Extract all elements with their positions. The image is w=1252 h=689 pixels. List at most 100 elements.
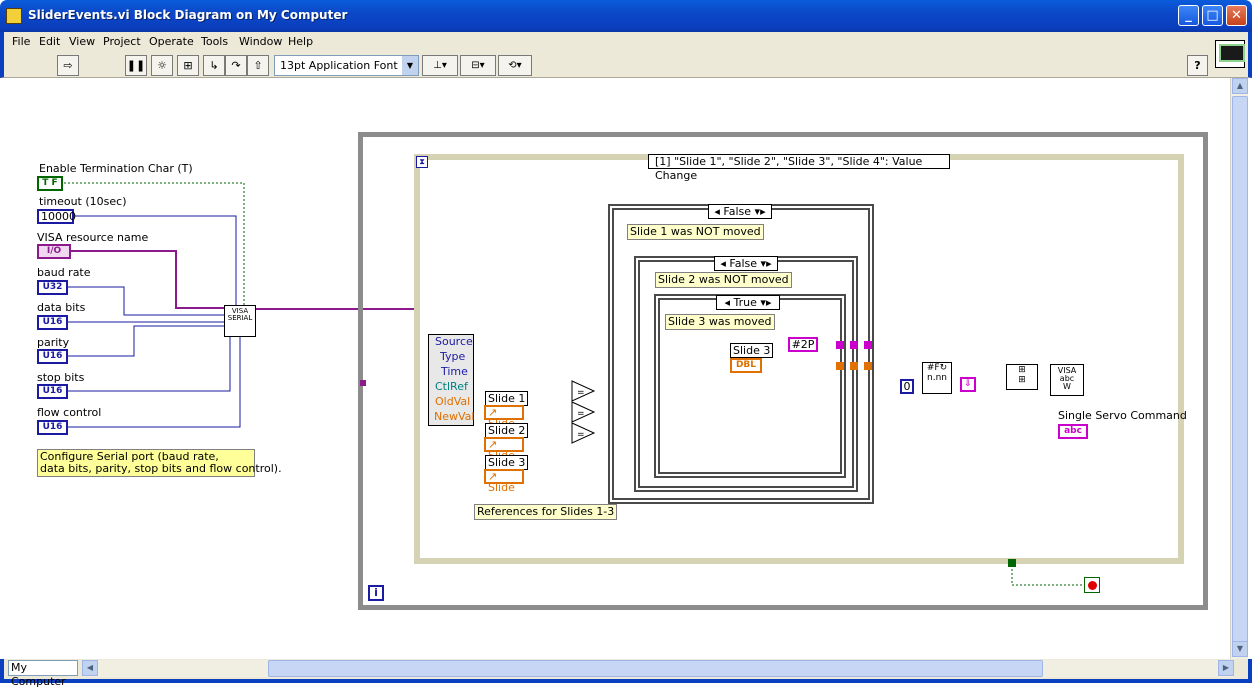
tunnel	[360, 380, 366, 386]
refs-comment: References for Slides 1-3	[474, 504, 618, 520]
svg-text:=: =	[577, 388, 585, 398]
menu-view[interactable]: View	[69, 35, 96, 48]
case-slide1-value: False	[723, 205, 752, 218]
pause-icon[interactable]: ❚❚	[125, 55, 147, 76]
slide3-reference[interactable]: ↗ Slide	[484, 469, 524, 493]
stop-bits-terminal[interactable]: U16	[37, 384, 68, 399]
slide2-reference[interactable]: ↗ Slide	[484, 437, 524, 461]
case-slide2-selector[interactable]: ◂ False ▾▸	[714, 256, 778, 271]
vi-icon[interactable]	[1215, 40, 1245, 68]
timeout-constant[interactable]: 10000	[37, 209, 76, 224]
zero-constant[interactable]: 0	[900, 379, 914, 394]
event-data-node[interactable]	[428, 334, 474, 426]
data-bits-terminal[interactable]: U16	[37, 315, 68, 330]
svg-text:=: =	[577, 409, 585, 419]
menu-help[interactable]: Help	[288, 35, 314, 48]
highlight-execution-icon[interactable]: ☼	[151, 55, 173, 76]
baud-rate-terminal[interactable]: U32	[37, 280, 68, 295]
baud-rate-label: baud rate	[37, 266, 91, 279]
step-over-icon[interactable]: ↷	[225, 55, 247, 76]
visa-write-node[interactable]: VISA abc W	[1050, 364, 1084, 396]
reorder-icon[interactable]: ⟲▾	[498, 55, 532, 76]
vertical-scrollbar[interactable]: ▲ ▼	[1230, 78, 1248, 659]
tunnel	[1008, 559, 1016, 567]
horizontal-scrollbar[interactable]: ◀ ▶	[82, 660, 1234, 677]
cmd-string-constant[interactable]: #2P	[788, 337, 818, 352]
case-slide3-comment: Slide 3 was moved	[665, 314, 775, 330]
close-button[interactable]: ✕	[1226, 5, 1247, 26]
font-select-value: 13pt Application Font	[280, 59, 398, 72]
menu-edit[interactable]: Edit	[39, 35, 61, 48]
tunnel	[850, 362, 858, 370]
help-button[interactable]: ?	[1187, 55, 1208, 76]
slide3-local-label: Slide 3	[730, 343, 774, 358]
parity-terminal[interactable]: U16	[37, 349, 68, 364]
run-arrow-icon[interactable]: ⇨	[57, 55, 79, 76]
window-title: SliderEvents.vi Block Diagram on My Comp…	[28, 8, 348, 22]
flow-control-label: flow control	[37, 406, 102, 419]
tunnel	[864, 362, 872, 370]
case-slide3-selector[interactable]: ◂ True ▾▸	[716, 295, 780, 310]
svg-text:=: =	[577, 430, 585, 440]
tunnel	[864, 341, 872, 349]
visa-resource-terminal[interactable]: I/O	[37, 244, 71, 259]
event-field-newval: NewVal	[434, 410, 475, 423]
slide3-label: Slide 3	[485, 455, 529, 470]
tunnel	[836, 362, 844, 370]
cr-constant[interactable]: ⇩	[960, 377, 976, 392]
event-case-label: [1] "Slide 1", "Slide 2", "Slide 3", "Sl…	[655, 155, 923, 182]
step-out-icon[interactable]: ⇧	[247, 55, 269, 76]
menu-tools[interactable]: Tools	[201, 35, 229, 48]
step-into-icon[interactable]: ↳	[203, 55, 225, 76]
scroll-left-icon[interactable]: ◀	[82, 660, 98, 676]
case-slide1-comment: Slide 1 was NOT moved	[627, 224, 764, 240]
case-slide2-comment: Slide 2 was NOT moved	[655, 272, 792, 288]
font-select[interactable]: 13pt Application Font ▼	[274, 55, 419, 76]
slide1-reference[interactable]: ↗ Slide	[484, 405, 524, 429]
scroll-down-icon[interactable]: ▼	[1232, 641, 1248, 657]
single-servo-label: Single Servo Command	[1058, 409, 1187, 422]
enable-term-terminal[interactable]: T F	[37, 176, 63, 191]
stop-terminal[interactable]	[1084, 577, 1100, 593]
case-slide2-value: False	[729, 257, 758, 270]
flow-control-terminal[interactable]: U16	[37, 420, 68, 435]
menu-file[interactable]: File	[12, 35, 31, 48]
align-objects-icon[interactable]: ⊥▾	[422, 55, 458, 76]
app-icon	[6, 8, 22, 24]
number-to-string-node[interactable]: #F↻n.nn	[922, 362, 952, 394]
tunnel	[850, 341, 858, 349]
tunnel	[836, 341, 844, 349]
status-bar: My Computer ◀ ▶	[0, 659, 1252, 688]
distribute-objects-icon[interactable]: ⊟▾	[460, 55, 496, 76]
event-field-type: Type	[440, 350, 466, 363]
slide3-dbl-terminal[interactable]: DBL	[730, 358, 762, 373]
retain-wire-values-icon[interactable]: ⊞	[177, 55, 199, 76]
menu-operate[interactable]: Operate	[149, 35, 194, 48]
concatenate-strings-node[interactable]: ⊞⊞	[1006, 364, 1038, 390]
case-slide1-selector[interactable]: ◂ False ▾▸	[708, 204, 772, 219]
visa-serial-node[interactable]: VISA SERIAL	[224, 305, 256, 337]
stop-icon	[1088, 581, 1097, 590]
single-servo-indicator[interactable]: abc	[1058, 424, 1088, 439]
event-case-selector[interactable]: [1] "Slide 1", "Slide 2", "Slide 3", "Sl…	[648, 154, 950, 182]
scroll-right-icon[interactable]: ▶	[1218, 660, 1234, 676]
chevron-down-icon: ▼	[402, 56, 418, 75]
maximize-button[interactable]: □	[1202, 5, 1223, 26]
timeout-label: timeout (10sec)	[39, 195, 127, 208]
context-select[interactable]: My Computer	[8, 660, 78, 688]
menu-window[interactable]: Window	[239, 35, 283, 48]
case-slide3-value: True	[733, 296, 757, 309]
block-diagram[interactable]: Enable Termination Char (T) T F timeout …	[4, 78, 1230, 659]
scroll-thumb[interactable]	[1232, 96, 1248, 654]
while-loop[interactable]	[358, 132, 1208, 610]
stop-bits-label: stop bits	[37, 371, 85, 384]
serial-config-comment: Configure Serial port (baud rate, data b…	[37, 449, 282, 477]
slide1-label: Slide 1	[485, 391, 529, 406]
minimize-button[interactable]: _	[1178, 5, 1199, 26]
menu-bar: File Edit View Project Operate Tools Win…	[0, 32, 1252, 52]
scroll-thumb[interactable]	[268, 660, 1043, 677]
menu-project[interactable]: Project	[103, 35, 141, 48]
scroll-up-icon[interactable]: ▲	[1232, 78, 1248, 94]
parity-label: parity	[37, 336, 70, 349]
event-field-time: Time	[441, 365, 468, 378]
